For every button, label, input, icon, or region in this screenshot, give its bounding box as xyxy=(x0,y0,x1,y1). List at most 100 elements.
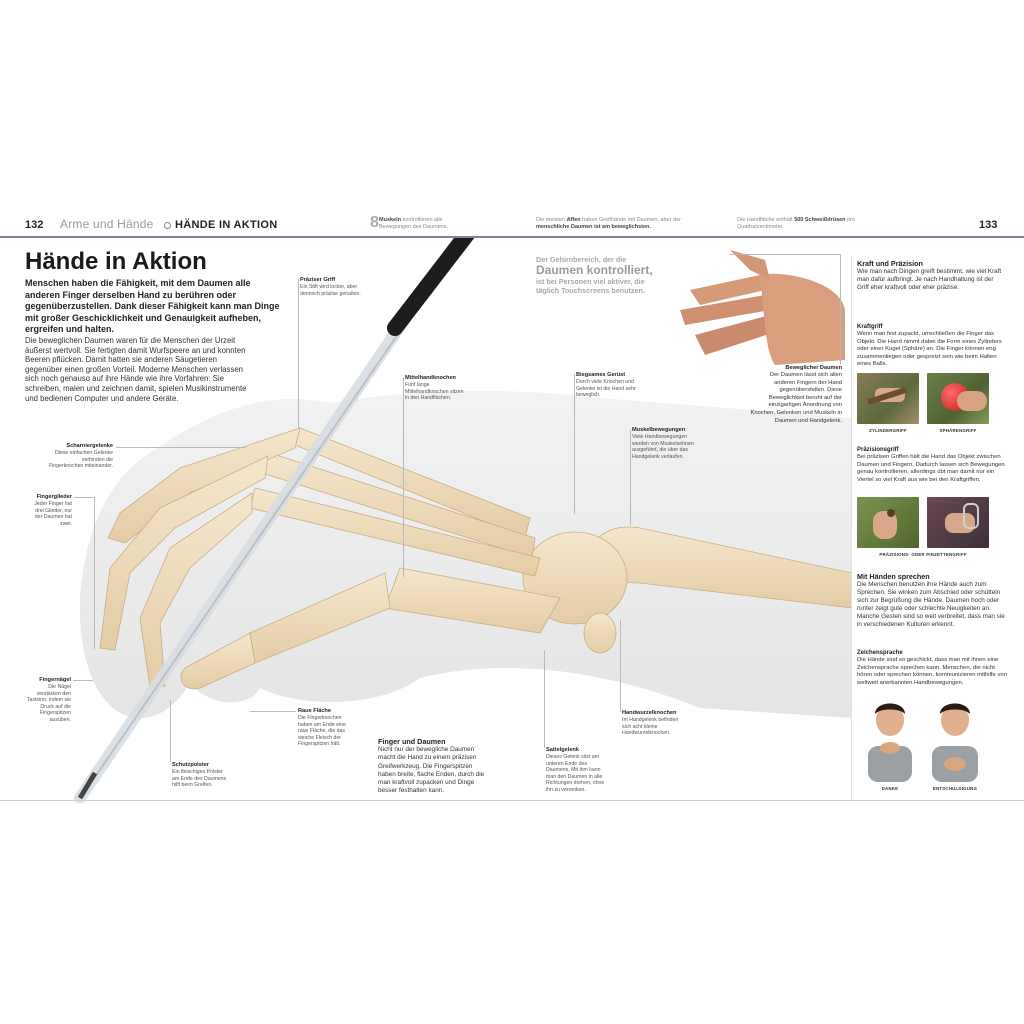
page-number-right: 133 xyxy=(979,219,998,231)
caption-cylinder-grip: ZYLINDERGRIFF xyxy=(869,428,907,433)
label-fingernaegel: Fingernägel Die Nägel verstärken den Tas… xyxy=(26,677,71,724)
leader-line xyxy=(73,680,93,681)
finger-daumen-box: Finger und Daumen Nicht nur der beweglic… xyxy=(378,737,490,796)
sidebar-text: Bei präzisen Griffen hält die Hand das O… xyxy=(857,454,1005,483)
section-title: HÄNDE IN AKTION xyxy=(175,219,278,231)
fact-rest: kontrollieren alle Bewegungen des Daumen… xyxy=(379,217,449,230)
label-schutzpolster: Schutzpolster Ein fleischiges Polster am… xyxy=(172,762,227,789)
label-text: Der Daumen lässt sich allen anderen Fing… xyxy=(750,372,842,424)
caption-pincer-grip: PRÄZISIONS- ODER PINZETTENGRIFF xyxy=(879,552,967,557)
photo-pincer-grip xyxy=(927,497,989,548)
fact-text: Muskeln kontrollieren alle Bewegungen de… xyxy=(379,217,474,231)
carpal-bone-small xyxy=(583,612,617,654)
label-mittelhandknochen: Mittelhandknochen Fünf lange Mittelhandk… xyxy=(405,375,465,402)
label-praeziser-griff: Präziser Griff Ein Stift wird locker, ab… xyxy=(300,277,370,297)
fact3-b: 500 Schweißdrüsen xyxy=(794,217,846,223)
label-heading: Biegsames Gerüst xyxy=(576,372,626,378)
page-number-left: 132 xyxy=(25,219,44,231)
sidebar-subheading: Präzisionsgriff xyxy=(857,447,899,453)
chapter-title: Arme und Hände xyxy=(60,217,154,231)
sidebar-kraft: Kraft und Präzision Wie man nach Dingen … xyxy=(857,259,1007,292)
label-heading: Fingernägel xyxy=(39,677,71,683)
sidebar-sprechen: Mit Händen sprechen Die Menschen benutze… xyxy=(857,572,1007,628)
sidebar-zeichensprache: Zeichensprache Die Hände sind so geschic… xyxy=(857,650,1007,687)
finger-daumen-text: Nicht nur der bewegliche Daumen macht di… xyxy=(378,746,485,795)
caption-danke: DANKE xyxy=(881,786,899,791)
thumb-gesture-photo xyxy=(680,250,845,365)
fact2-d: menschliche Daumen ist am beweglichsten. xyxy=(536,224,651,230)
label-heading: Scharniergelenke xyxy=(66,443,113,449)
caption-sphere-grip: SPHÄRENGRIFF xyxy=(939,428,977,433)
label-text: Durch viele Knochen und Gelenke ist die … xyxy=(576,379,636,399)
label-scharniergelenke: Scharniergelenke Diese einfachen Gelenke… xyxy=(48,443,113,470)
sidebar-heading: Kraft und Präzision xyxy=(857,259,923,268)
fact2-a: Die meisten xyxy=(536,217,567,223)
sidebar-text: Wenn man fest zupackt, umschließen die F… xyxy=(857,331,1002,367)
label-heading: Schutzpolster xyxy=(172,762,209,768)
sidebar-praezision: Präzisionsgriff Bei präzisen Griffen häl… xyxy=(857,447,1007,484)
quote-line-a: Der Gehirnbereich, der die xyxy=(536,255,627,264)
intro-body: Die beweglichen Daumen waren für die Men… xyxy=(25,336,247,403)
fact3-c: pro Quadratzentimeter. xyxy=(737,217,856,230)
label-muskelbewegungen: Muskelbewegungen Viele Handbewegungen we… xyxy=(632,427,702,460)
fact2-c: haben Greifhände mit Daumen, aber der xyxy=(580,217,681,223)
label-text: Viele Handbewegungen werden von Muskelse… xyxy=(632,434,694,460)
photo-precision-grip xyxy=(857,497,919,548)
leader-line xyxy=(298,279,299,429)
label-text: Im Handgelenk befinden sich acht kleine … xyxy=(622,717,679,737)
leader-line xyxy=(170,700,171,762)
pen-ink-tube xyxy=(81,257,451,797)
quote-line-b: ist bei Personen viel aktiver, die tägli… xyxy=(536,277,645,295)
photo-sphere-grip xyxy=(927,373,989,424)
sidebar-kraftgriff: Kraftgriff Wenn man fest zupackt, umschl… xyxy=(857,324,1007,369)
label-heading: Raue Fläche xyxy=(298,708,331,714)
thumb-photo-bracket-v xyxy=(840,254,841,364)
label-biegsames-geruest: Biegsames Gerüst Durch viele Knochen und… xyxy=(576,372,636,399)
fact-sweat-glands: Die Handfläche enthält 500 Schweißdrüsen… xyxy=(737,217,867,231)
fact2-b: Affen xyxy=(566,217,581,223)
label-heading: Beweglicher Daumen xyxy=(785,365,842,371)
label-text: Ein Stift wird locker, aber dennoch präz… xyxy=(300,284,361,297)
page-bottom-rule xyxy=(0,800,1024,801)
thumb-photo-bracket xyxy=(730,254,840,255)
header-separator-icon xyxy=(164,222,171,229)
label-sattelgelenk: Sattelgelenk Dieses Gelenk sitzt am unte… xyxy=(546,747,606,794)
leader-line xyxy=(94,497,95,649)
leader-line xyxy=(630,430,631,525)
label-heading: Handwurzelknochen xyxy=(622,710,677,716)
leader-line xyxy=(620,620,621,712)
label-raue-flaeche: Raue Fläche Die Fingerknochen haben am E… xyxy=(298,708,350,748)
lead-paragraph: Menschen haben die Fähigkeit, mit dem Da… xyxy=(25,278,280,335)
label-text: Ein fleischiges Polster am Ende des Daum… xyxy=(172,769,227,789)
label-text: Fünf lange Mittelhandknochen sitzen in d… xyxy=(405,382,464,402)
header-rule xyxy=(0,236,1024,238)
label-text: Dieses Gelenk sitzt am unteren Ende des … xyxy=(546,754,605,793)
caption-entschuldigung: ENTSCHULDIGUNG xyxy=(932,786,978,791)
label-text: Die Fingerknochen haben am Ende eine rau… xyxy=(298,715,346,748)
fact-number: 8 xyxy=(370,214,379,231)
leader-line xyxy=(574,374,575,514)
label-heading: Fingerglieder xyxy=(36,494,72,500)
label-handwurzelknochen: Handwurzelknochen Im Handgelenk befinden… xyxy=(622,710,680,737)
finger-daumen-heading: Finger und Daumen xyxy=(378,737,446,746)
photo-sign-danke xyxy=(868,703,912,782)
sidebar-panel xyxy=(851,255,852,800)
hand-skeleton-illustration xyxy=(74,238,852,803)
label-fingerglieder: Fingerglieder Jeder Finger hat drei Glie… xyxy=(30,494,72,527)
label-heading: Muskelbewegungen xyxy=(632,427,686,433)
fact3-a: Die Handfläche enthält xyxy=(737,217,795,223)
sidebar-text: Die Hände sind so geschickt, dass man mi… xyxy=(857,657,1007,686)
fact-apes: Die meisten Affen haben Greifhände mit D… xyxy=(536,217,686,231)
pen-cap xyxy=(387,238,475,336)
thumb-tip xyxy=(180,632,256,690)
leader-line xyxy=(544,650,545,748)
quote-highlight: Daumen kontrolliert, xyxy=(536,263,653,277)
leader-line xyxy=(250,711,296,712)
photo-sign-entschuldigung xyxy=(932,703,978,782)
label-heading: Mittelhandknochen xyxy=(405,375,456,381)
sidebar-subheading: Zeichensprache xyxy=(857,650,903,656)
label-heading: Sattelgelenk xyxy=(546,747,579,753)
sidebar-subheading: Kraftgriff xyxy=(857,324,883,330)
label-heading: Präziser Griff xyxy=(300,277,336,283)
label-beweglicher-daumen: Beweglicher Daumen Der Daumen lässt sich… xyxy=(750,365,842,425)
